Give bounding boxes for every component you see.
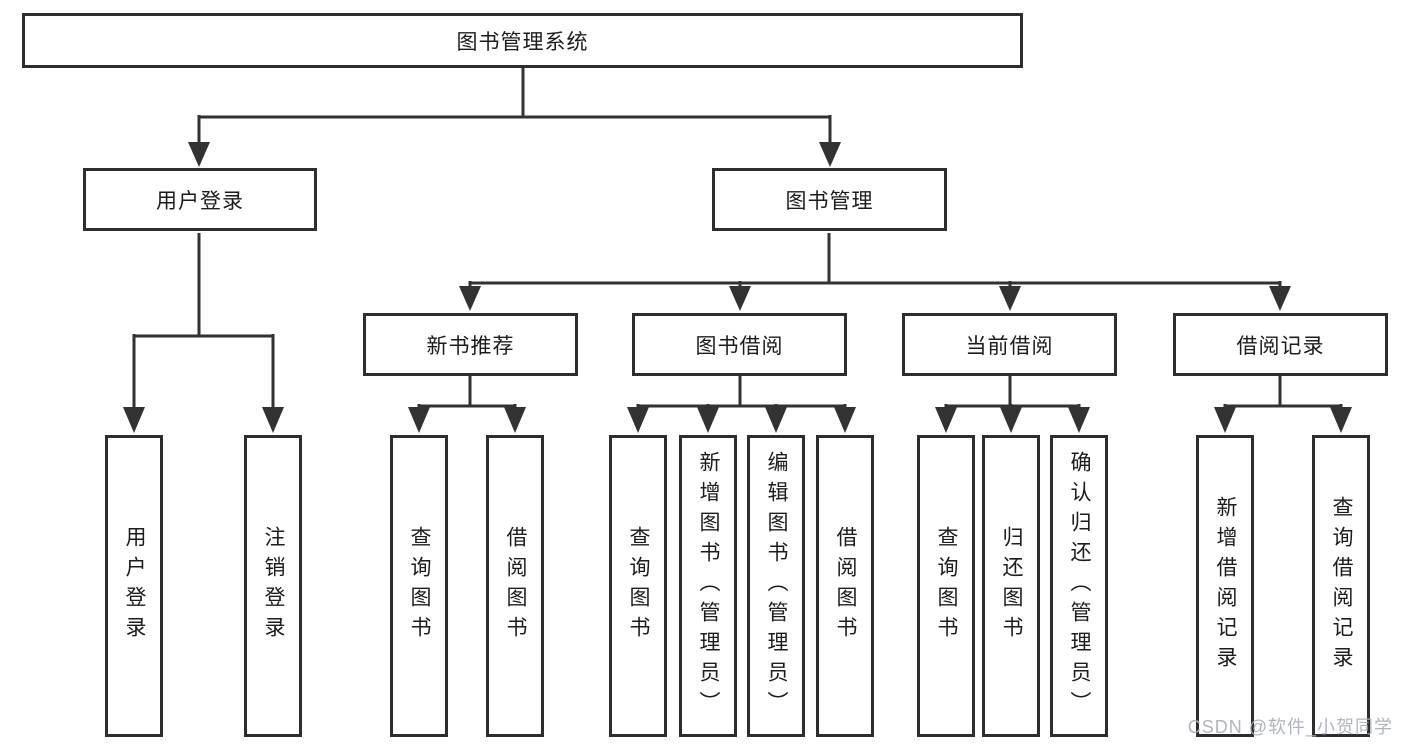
leaf-add-book-admin: 新增图书（管理员） — [679, 435, 737, 737]
node-new-book-recommendation: 新书推荐 — [363, 313, 578, 376]
node-label: 用户登录 — [156, 189, 244, 213]
leaf-query-books-borrowing: 查询图书 — [609, 435, 667, 737]
leaf-confirm-return-admin: 确认归还（管理员） — [1050, 435, 1108, 737]
node-label: 新增借阅记录 — [1214, 496, 1237, 676]
node-label: 编辑图书（管理员） — [765, 451, 788, 721]
node-label: 当前借阅 — [965, 334, 1054, 358]
node-label: 查询图书 — [935, 526, 958, 646]
node-label: 新书推荐 — [426, 334, 515, 358]
node-label: 借阅记录 — [1236, 334, 1325, 358]
node-label: 图书管理 — [785, 189, 874, 213]
node-label: 查询图书 — [408, 526, 431, 646]
node-label: 图书借阅 — [695, 334, 784, 358]
arrowhead-icons — [123, 142, 1352, 433]
node-root-library-system: 图书管理系统 — [22, 13, 1023, 68]
node-label: 注销登录 — [262, 526, 285, 646]
leaf-return-books: 归还图书 — [982, 435, 1040, 737]
leaf-query-books-current: 查询图书 — [917, 435, 975, 737]
leaf-borrow-books-recommend: 借阅图书 — [486, 435, 544, 737]
node-borrowing-records: 借阅记录 — [1173, 313, 1388, 376]
node-label: 借阅图书 — [834, 526, 857, 646]
node-label: 图书管理系统 — [456, 30, 589, 54]
node-label: 用户登录 — [123, 526, 146, 646]
node-label: 查询借阅记录 — [1330, 496, 1353, 676]
leaf-add-borrow-record: 新增借阅记录 — [1196, 435, 1254, 737]
leaf-logout: 注销登录 — [244, 435, 302, 737]
leaf-query-books-recommend: 查询图书 — [390, 435, 448, 737]
node-book-management: 图书管理 — [712, 168, 947, 231]
leaf-borrow-books-borrowing: 借阅图书 — [816, 435, 874, 737]
leaf-query-borrow-record: 查询借阅记录 — [1312, 435, 1370, 737]
node-label: 新增图书（管理员） — [697, 451, 720, 721]
node-book-borrowing: 图书借阅 — [632, 313, 847, 376]
node-label: 归还图书 — [1000, 526, 1023, 646]
node-current-borrowing: 当前借阅 — [902, 313, 1117, 376]
node-label: 确认归还（管理员） — [1068, 451, 1091, 721]
node-label: 借阅图书 — [504, 526, 527, 646]
node-user-login: 用户登录 — [83, 168, 317, 231]
leaf-edit-book-admin: 编辑图书（管理员） — [747, 435, 805, 737]
leaf-user-login: 用户登录 — [105, 435, 163, 737]
node-label: 查询图书 — [627, 526, 650, 646]
